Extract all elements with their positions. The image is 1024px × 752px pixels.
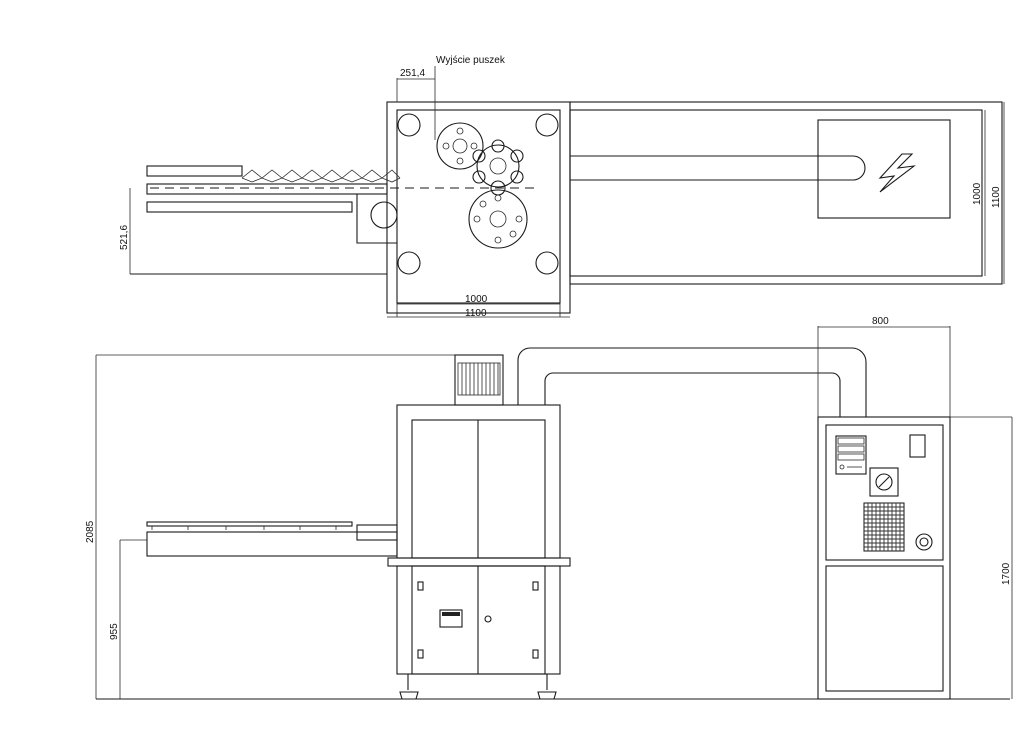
main-switch-knob: [875, 473, 893, 491]
hinge: [532, 581, 539, 591]
electrical-cabinet-top: [817, 119, 951, 219]
dim-outlet-offset: 251,4: [400, 68, 425, 79]
outlet-label: Wyjście puszek: [436, 55, 506, 66]
base-outer-right: [569, 101, 1003, 285]
infeed-rail-middle: [146, 183, 388, 195]
display-row: [837, 437, 865, 445]
emergency-stop: [915, 533, 933, 551]
motor-block: [454, 354, 504, 406]
conveyor-slats: [151, 526, 337, 530]
top-view: 251,4 Wyjście puszek 1000 1100 1000 1100…: [119, 55, 1005, 319]
display-row: [837, 453, 865, 461]
dim-cabinet-height: 1700: [1001, 562, 1012, 585]
feed-screw: [241, 169, 401, 179]
dim-total-height: 2085: [85, 520, 96, 543]
door-lock: [484, 615, 492, 623]
corner-foot: [535, 251, 559, 275]
machine-outer-frame: [386, 101, 571, 314]
side-view: 2085 955: [85, 316, 1013, 700]
side-roller: [370, 201, 398, 229]
base-inner-right: [569, 109, 983, 277]
dim-outer-depth: 1100: [991, 186, 1002, 208]
control-panel-small: [439, 609, 463, 628]
conveyor-body: [146, 531, 398, 557]
hinge: [417, 649, 424, 659]
dim-outer-width-top: 1100: [465, 308, 487, 319]
starwheel-lower: [468, 189, 528, 249]
feed-screw-lower: [241, 177, 401, 183]
dim-inner-depth: 1000: [972, 182, 983, 205]
lightning-bolt-icon: [878, 153, 916, 193]
electrical-cabinet: [817, 416, 951, 700]
dim-conveyor-height: 955: [109, 623, 120, 640]
panel-indicator: [442, 612, 460, 616]
indicator-dot: [839, 464, 845, 470]
leveling-foot: [399, 674, 419, 700]
cable-duct-outer: [517, 347, 867, 417]
ventilation-grille: [863, 502, 905, 552]
knob-marker: [878, 476, 890, 488]
leveling-foot: [537, 674, 557, 700]
corner-foot: [397, 251, 421, 275]
hinge: [532, 649, 539, 659]
motor-fins: [457, 362, 501, 396]
mid-plate: [387, 557, 571, 567]
dim-cabinet-width: 800: [872, 316, 889, 327]
cabinet-upper-panel: [825, 424, 944, 561]
corner-foot: [397, 113, 421, 137]
display-row: [837, 445, 865, 453]
conveyor-top-plate: [146, 521, 353, 527]
corner-foot: [535, 113, 559, 137]
machine-inner-frame: [396, 109, 561, 304]
starwheel-upper: [436, 122, 484, 170]
infeed-rail-lower: [146, 201, 353, 213]
dim-conveyor-offset: 521,6: [119, 225, 130, 250]
emergency-stop-inner: [919, 537, 929, 547]
starwheel-center: [472, 139, 524, 196]
cable-duct-top: [570, 155, 866, 181]
side-module: [356, 194, 397, 244]
cabinet-switch: [909, 434, 926, 458]
cabinet-lower-panel: [825, 565, 944, 692]
dim-inner-width-top: 1000: [465, 294, 488, 305]
main-switch: [869, 467, 899, 497]
cabinet-display: [835, 435, 867, 475]
cable-duct-inner: [544, 372, 841, 417]
hinge: [417, 581, 424, 591]
infeed-rail-upper: [146, 165, 243, 177]
